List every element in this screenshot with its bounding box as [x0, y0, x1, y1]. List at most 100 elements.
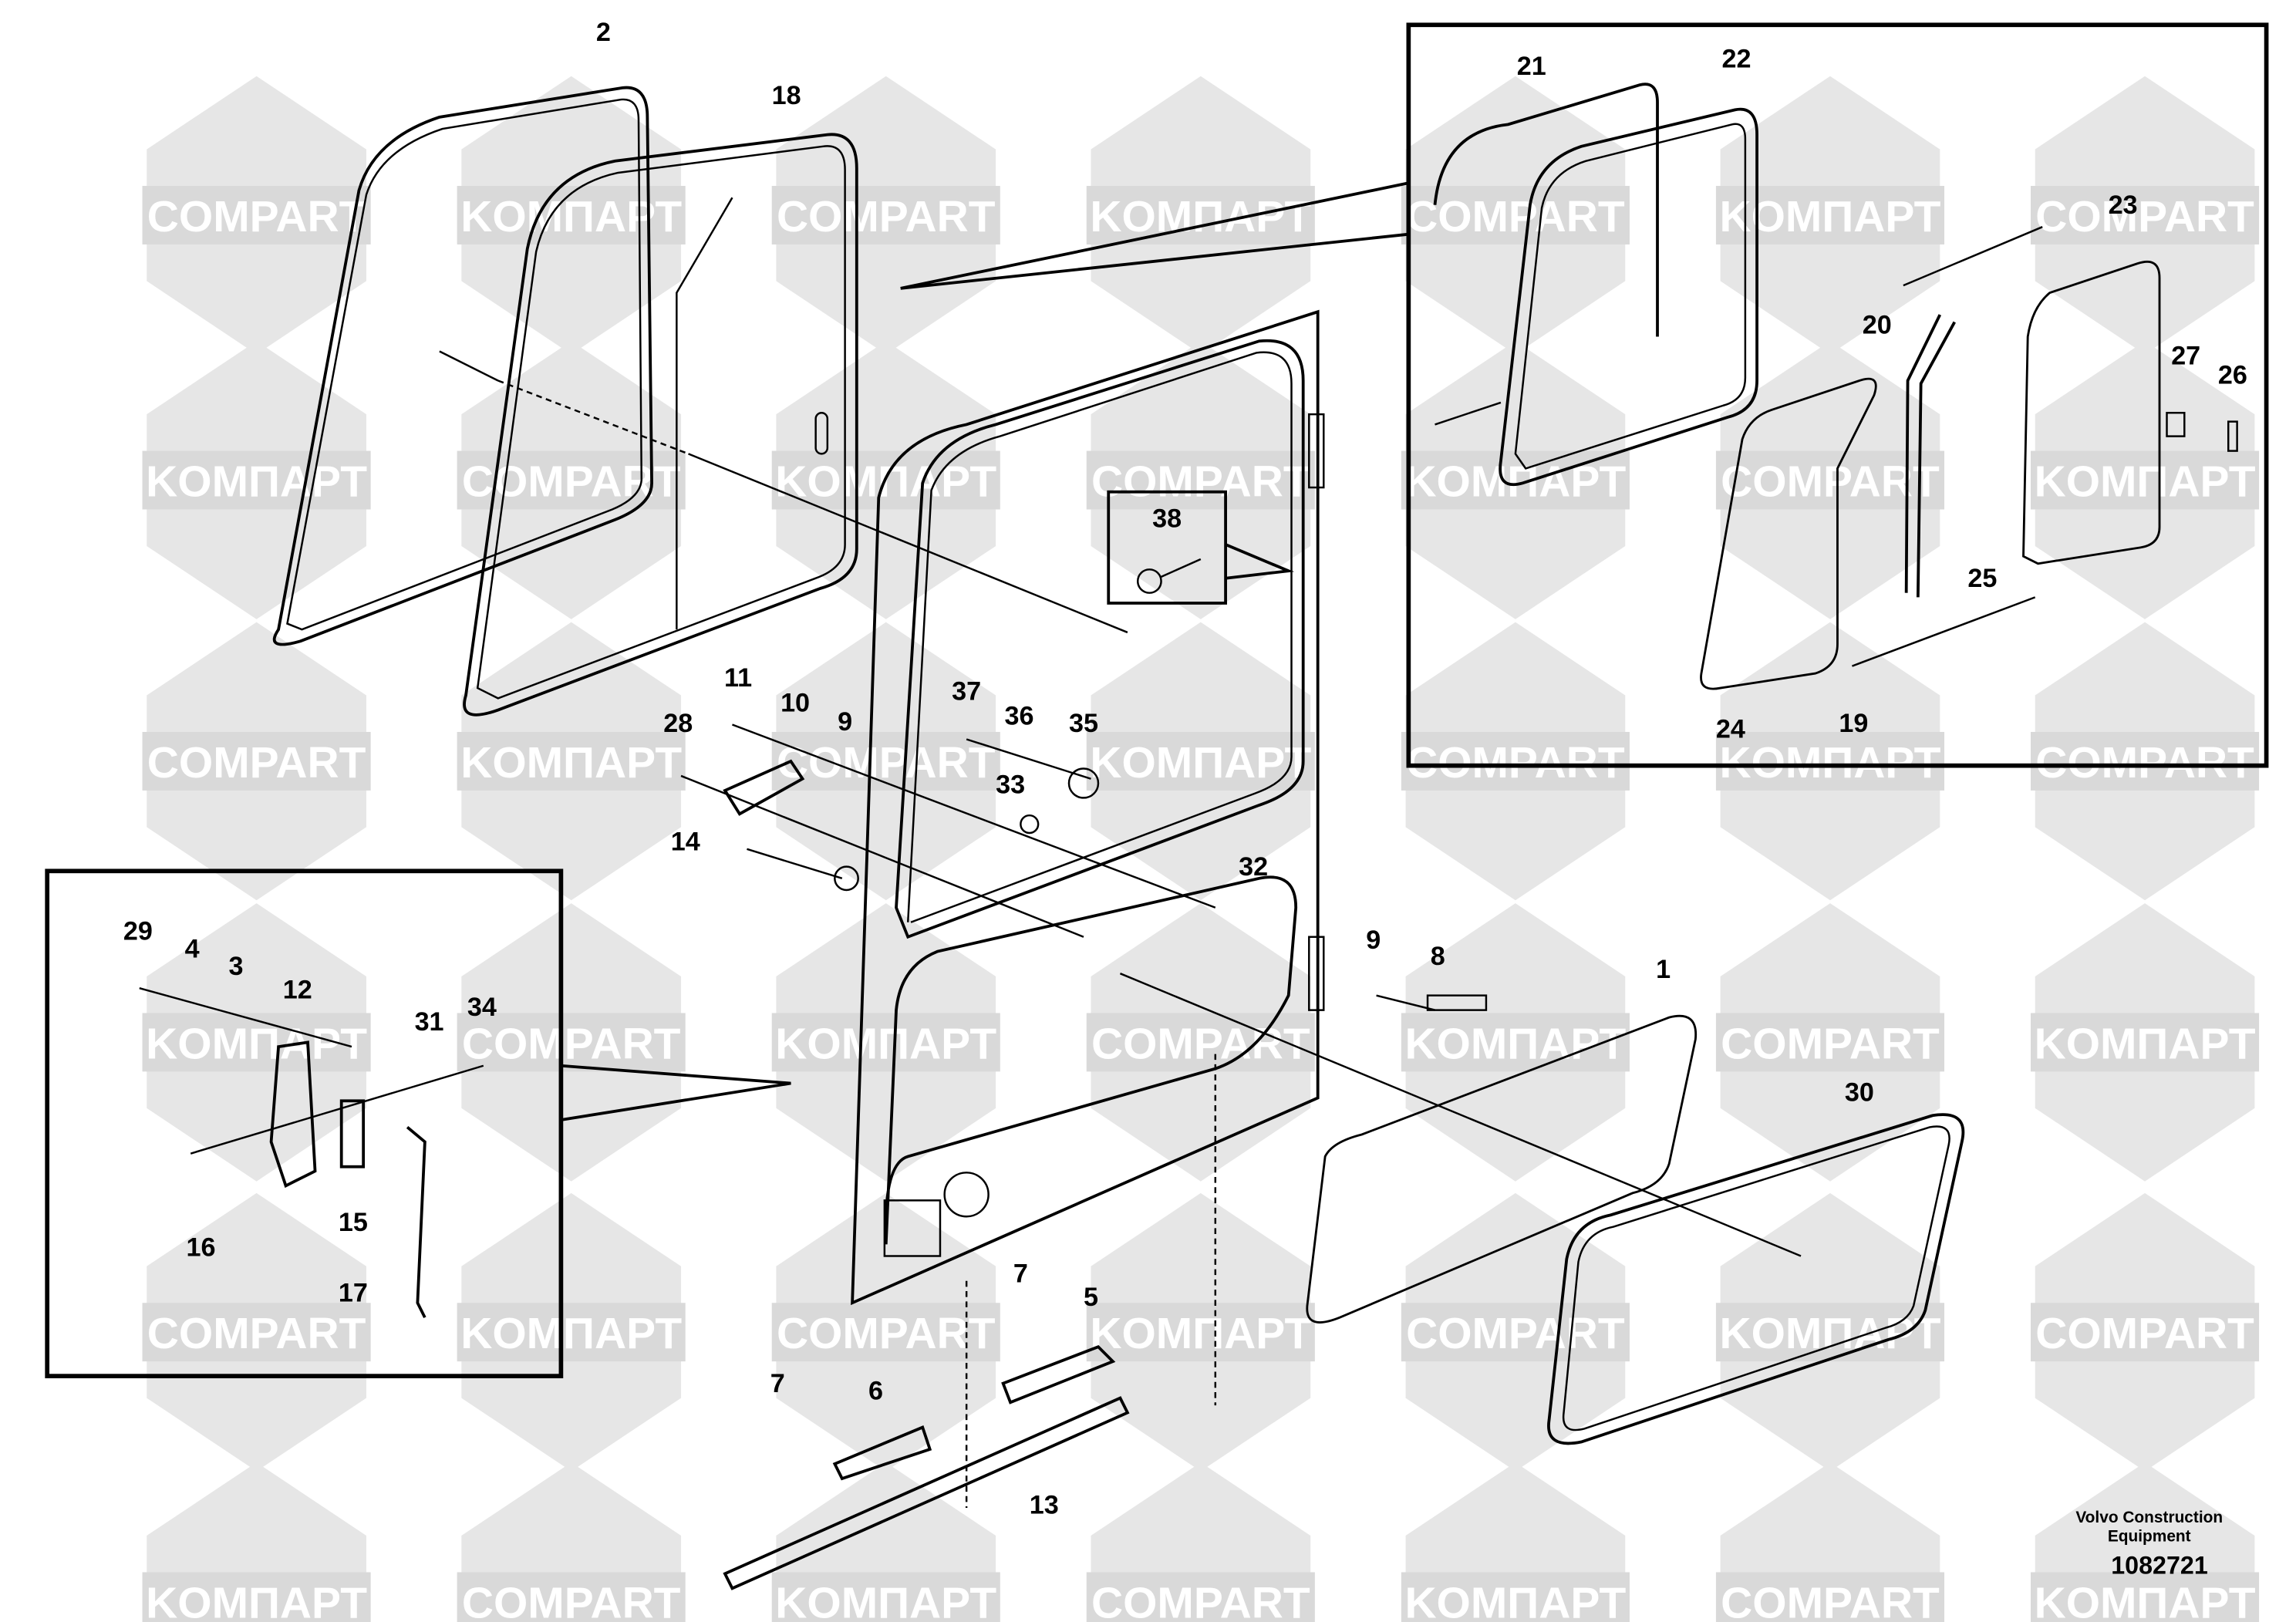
bracket-35-lower: [834, 865, 859, 892]
watermark-text: COMPART: [1406, 738, 1625, 787]
watermark-band: [457, 732, 686, 791]
watermark-tile: COMPART: [142, 622, 371, 901]
watermark-text: KOMПАРТ: [146, 1019, 367, 1068]
callout-label: 37: [952, 676, 981, 706]
watermark-tile: KOMПАРТ: [2031, 903, 2260, 1182]
watermark-band: [771, 1013, 1000, 1072]
watermark-band: [1086, 1303, 1315, 1362]
plug-26: [2227, 420, 2238, 452]
callout-label: 28: [663, 709, 693, 738]
watermark-text: KOMПАРТ: [460, 192, 682, 241]
door-lock: [943, 1172, 990, 1218]
callout-label: 6: [868, 1377, 883, 1406]
pin-8: [1426, 994, 1488, 1011]
callout-label: 9: [838, 707, 852, 737]
watermark-band: [1401, 1013, 1630, 1072]
watermark-tile: KOMПАРТ: [1401, 903, 1630, 1182]
watermark-text: COMPART: [462, 1578, 681, 1622]
watermark-text: KOMПАРТ: [146, 1578, 367, 1622]
watermark-tile: KOMПАРТ: [1086, 622, 1315, 901]
watermark-text: KOMПАРТ: [2035, 1019, 2256, 1068]
watermark-tile: COMPART: [1401, 1192, 1630, 1472]
watermark-text: COMPART: [147, 192, 366, 241]
callout-label: 34: [467, 993, 497, 1022]
watermark-text: COMPART: [1091, 457, 1310, 506]
watermark-tile: COMPART: [457, 341, 686, 619]
watermark-text: COMPART: [1406, 192, 1625, 241]
watermark-band: [1086, 1572, 1315, 1622]
handle-14: [723, 759, 805, 816]
watermark-band: [1715, 732, 1945, 791]
callout-label: 8: [1431, 942, 1445, 971]
inset-38-pointer: [1225, 543, 1295, 580]
watermark-band: [142, 450, 371, 510]
callout-label: 7: [1013, 1259, 1028, 1289]
callout-label: 3: [229, 952, 244, 981]
sill-13: [723, 1396, 1130, 1590]
screw-38-shank: [1161, 558, 1202, 578]
watermark-band: [771, 1572, 1000, 1622]
seal-22: [1499, 107, 1758, 487]
axis-line: [1435, 226, 2043, 667]
watermark-band: [2031, 186, 2260, 244]
watermark-tile: COMPART: [1715, 341, 1945, 619]
watermark-text: COMPART: [777, 192, 996, 241]
watermark-band: [457, 1572, 686, 1622]
strip-25: [1904, 314, 1956, 598]
glass-1: [1306, 1014, 1698, 1324]
watermark-text: COMPART: [462, 1019, 681, 1068]
seal-18-slot: [814, 412, 829, 455]
callout-label: 5: [1084, 1283, 1098, 1312]
axis-line-dashed: [497, 379, 689, 455]
watermark-text: KOMПАРТ: [1720, 192, 1941, 241]
watermark-text: KOMПАРТ: [1090, 738, 1311, 787]
watermark-text: COMPART: [1091, 1578, 1310, 1622]
seal-2: [272, 86, 653, 646]
watermark-band: [771, 732, 1000, 791]
watermark-text: KOMПАРТ: [775, 457, 996, 506]
watermark-tile: COMPART: [771, 622, 1000, 901]
callout-label: 25: [1967, 564, 1997, 593]
callout-label: 16: [186, 1233, 215, 1262]
callout-label: 26: [2218, 360, 2247, 389]
bracket-6: [832, 1425, 932, 1481]
watermark-tile: COMPART: [1086, 903, 1315, 1182]
watermark-tile: COMPART: [2031, 1192, 2260, 1472]
callout-label: 31: [415, 1007, 444, 1037]
callout-label: 29: [123, 917, 153, 946]
seal-2-inner: [286, 98, 643, 631]
callout-label: 20: [1863, 311, 1892, 340]
watermark-band: [2031, 732, 2260, 791]
watermark-band: [142, 186, 371, 244]
hinge-lower: [1308, 936, 1325, 1011]
watermark-tile: COMPART: [1401, 76, 1630, 355]
watermark-text: COMPART: [147, 738, 366, 787]
watermark-band: [1086, 1013, 1315, 1072]
watermark-band: [2031, 450, 2260, 510]
watermark-band: [1715, 1572, 1945, 1622]
callout-label: 35: [1069, 709, 1098, 738]
callout-label: 14: [671, 828, 700, 857]
nut-33: [1020, 814, 1040, 835]
axis-line: [439, 350, 499, 382]
callout-label: 2: [596, 18, 611, 47]
watermark-band: [771, 186, 1000, 244]
watermark-tile: KOMПАРТ: [1401, 341, 1630, 619]
watermark-text: KOMПАРТ: [1404, 1578, 1626, 1622]
callout-label: 1: [1656, 955, 1671, 984]
bracket-5: [1001, 1344, 1116, 1404]
publisher-line2: Equipment: [2108, 1528, 2191, 1546]
watermark-tile: COMPART: [1086, 341, 1315, 619]
watermark-text: KOMПАРТ: [775, 1019, 996, 1068]
callout-label: 32: [1239, 852, 1268, 882]
axis-line: [680, 723, 1435, 1011]
leader-wedge-left: [561, 1064, 791, 1121]
callout-label: 12: [283, 975, 312, 1004]
watermark-text: KOMПАРТ: [2035, 1578, 2256, 1622]
watermark-band: [1086, 186, 1315, 244]
watermark-text: COMPART: [1721, 457, 1940, 506]
watermark-tile: COMPART: [2031, 622, 2260, 901]
watermark-tile: COMPART: [1086, 1462, 1315, 1622]
